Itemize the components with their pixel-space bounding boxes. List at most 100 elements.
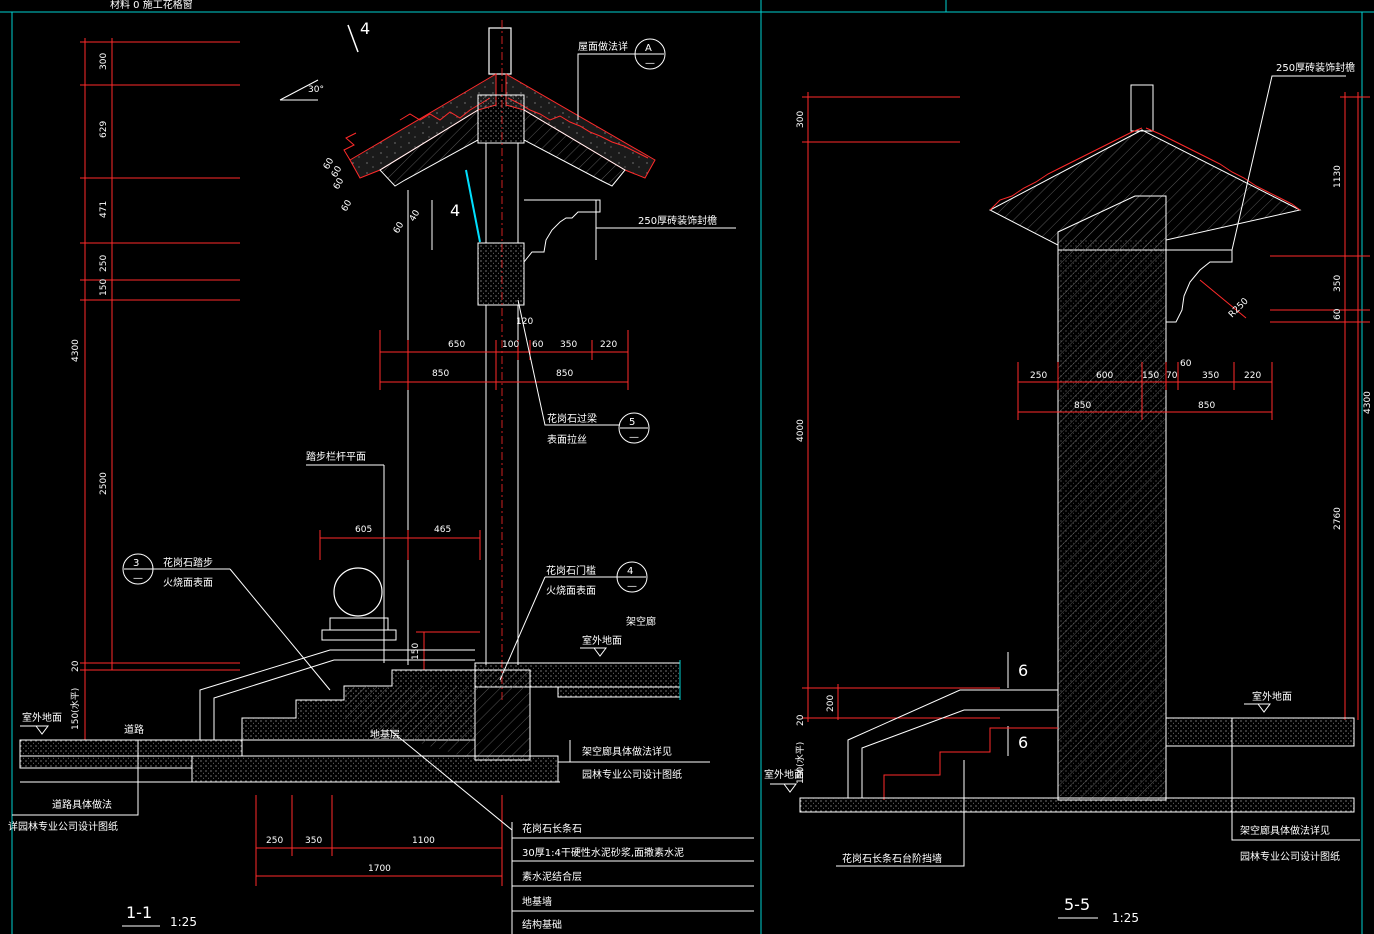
dim-step-150: 150 — [411, 643, 421, 660]
leader-step-r — [836, 760, 965, 867]
dim-r-20: 20 — [796, 714, 806, 726]
label-door-stone: 花岗石门槛 — [546, 564, 596, 577]
dim-r-200: 200 — [826, 695, 836, 712]
layer-notes-lines — [389, 729, 754, 934]
leader-roof — [577, 53, 636, 120]
dim-h-850b: 850 — [556, 369, 573, 379]
dim-v-150: 150 — [99, 279, 109, 296]
leader-step-2 — [229, 568, 331, 691]
cyan-cut-line — [465, 169, 481, 243]
leader-overhead-r — [1231, 718, 1360, 841]
marker-4-letter: 4 — [627, 566, 633, 577]
dim-rh-250: 250 — [1030, 371, 1047, 381]
roof-tiles — [399, 97, 649, 159]
dim-v-150h: 150(水平) — [69, 688, 81, 730]
dim-h-120: 120 — [516, 317, 533, 327]
layer-note-1: 花岗石长条石 — [522, 822, 582, 835]
dims-lower — [319, 530, 481, 560]
eave-dim-5: 60 — [392, 220, 407, 235]
dim-v-250: 250 — [99, 255, 109, 272]
label-radius: R250 — [1227, 296, 1251, 320]
dim-rh-70: 70 — [1166, 371, 1178, 381]
dim-rh-220: 220 — [1244, 371, 1261, 381]
foundation-block — [474, 669, 531, 761]
dim-h-60: 60 — [532, 340, 544, 350]
path-slab — [19, 739, 243, 757]
label-door-finish: 火烧面表面 — [546, 584, 596, 597]
label-ground-plane: 室外地面 — [582, 634, 622, 647]
wall-outlines — [407, 190, 433, 665]
layer-note-5: 结构基础 — [522, 918, 562, 931]
dim-base-250: 250 — [266, 836, 283, 846]
dim-r-4300: 4300 — [1363, 391, 1373, 414]
ground-r-right — [1165, 717, 1355, 747]
marker-3-letter: 3 — [133, 558, 139, 569]
dim-r-350: 350 — [1333, 275, 1343, 292]
dim-v-471: 471 — [99, 201, 109, 218]
bracket-r — [1166, 249, 1233, 323]
dim-base-1700: 1700 — [368, 864, 391, 874]
section-scale-1-1: 1:25 — [170, 915, 197, 929]
chimney-r — [1130, 84, 1154, 132]
stairs-r-red — [883, 727, 1058, 800]
eave-dim-6: 40 — [408, 208, 423, 223]
chimney — [488, 27, 512, 75]
label-granite-lintel: 花岗石过梁 — [547, 412, 597, 425]
label-ground-plane-r: 室外地面 — [1252, 690, 1292, 703]
label-lintel-finish: 表面拉丝 — [547, 433, 587, 446]
dim-r-60: 60 — [1333, 308, 1343, 320]
base-slab-upper — [191, 755, 559, 783]
dims-h-r — [1017, 362, 1273, 420]
eave-dim-3: 60 — [332, 176, 347, 191]
label-ground-left-r: 室外地面 — [764, 768, 804, 781]
stairs-r — [847, 689, 1058, 798]
vertical-dimension-chain — [80, 38, 240, 740]
marker-5: 5 — — [618, 412, 650, 444]
dim-v-4300: 4300 — [71, 339, 81, 362]
roof-right — [505, 73, 656, 187]
ground-symbol-r — [770, 703, 1271, 793]
layer-note-3: 素水泥结合层 — [522, 870, 582, 883]
label-step-stone: 花岗石踏步 — [163, 556, 213, 569]
dim-h-100: 100 — [502, 340, 519, 350]
layer-note-2: 30厚1:4干硬性水泥砂浆,面撒素水泥 — [522, 846, 684, 859]
dim-v-300: 300 — [99, 53, 109, 70]
path-leader — [12, 740, 139, 816]
slope-label: 30° — [308, 85, 324, 95]
path-slab-2 — [19, 755, 193, 769]
section-1-1: 300 629 471 250 150 2500 4300 20 150(水平)… — [8, 19, 754, 934]
column-capital — [477, 242, 525, 306]
label-overhead: 架空廊 — [626, 615, 656, 628]
stairs — [199, 649, 476, 760]
dim-h-220: 220 — [600, 340, 617, 350]
dim-rh-850b: 850 — [1198, 401, 1215, 411]
marker-4: 4 — — [616, 561, 648, 593]
dim-465: 465 — [434, 525, 451, 535]
label-garden-line: 踏步栏杆平面 — [306, 450, 366, 463]
dims-base — [255, 795, 503, 886]
cut-mark-6b: 6 — [1018, 733, 1028, 752]
dim-h-650: 650 — [448, 340, 465, 350]
marker-5-letter: 5 — [629, 417, 635, 428]
marker-4-sub: — — [627, 581, 637, 592]
ridge-block — [477, 94, 525, 144]
leader-lintel — [517, 299, 620, 426]
dim-605: 605 — [355, 525, 372, 535]
slope-symbol — [279, 79, 319, 101]
marker-A-sub: — — [645, 58, 655, 69]
dim-rh-60: 60 — [1180, 359, 1192, 369]
label-step-finish: 火烧面表面 — [163, 576, 213, 589]
dim-base-1100: 1100 — [412, 836, 435, 846]
dim-rh-150: 150 — [1142, 371, 1159, 381]
dim-r-300: 300 — [796, 111, 806, 128]
ball-base — [329, 617, 389, 631]
label-see-landscape: 园林专业公司设计图纸 — [582, 768, 682, 781]
dim-step — [416, 631, 480, 670]
label-see-landscape-r: 园林专业公司设计图纸 — [1240, 850, 1340, 863]
dim-v-20: 20 — [71, 660, 81, 672]
section-scale-5-5: 1:25 — [1112, 911, 1139, 925]
roof-tiles-r — [989, 127, 1301, 211]
cut-mark-top: 4 — [360, 19, 370, 38]
dim-r-1130: 1130 — [1333, 165, 1343, 188]
